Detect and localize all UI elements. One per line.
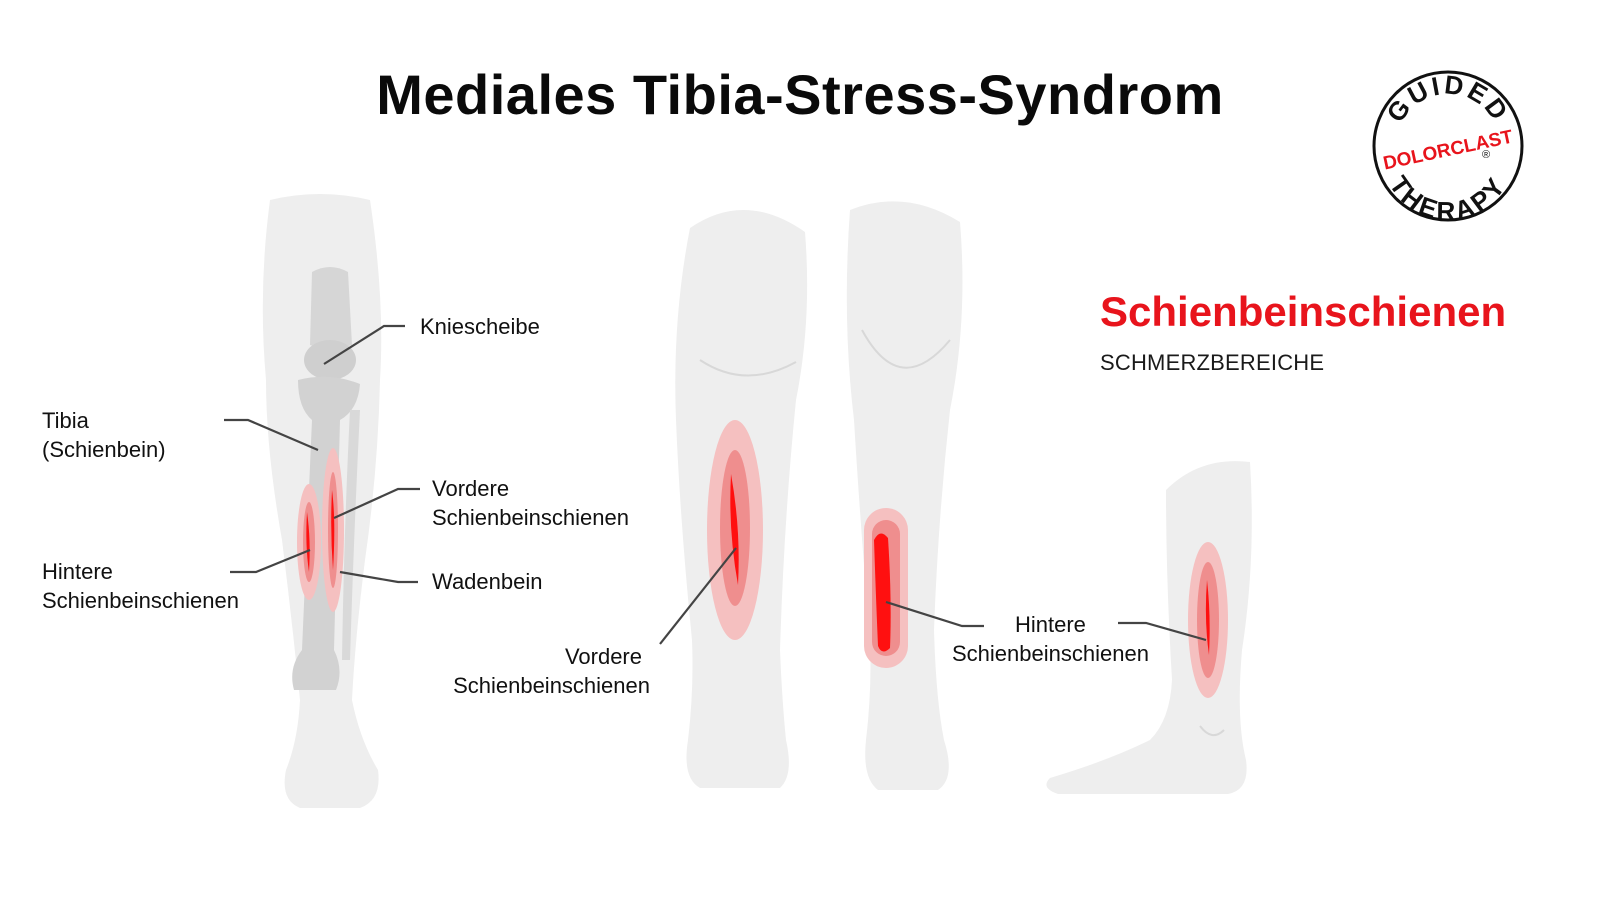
label-hintere-1: Hintere Schienbeinschienen xyxy=(42,557,239,615)
label-tibia-line1: Tibia xyxy=(42,408,89,433)
label-hintere-2: Hintere Schienbeinschienen xyxy=(952,610,1149,668)
leg-4-silhouette xyxy=(1046,461,1252,794)
label-kniescheibe: Kniescheibe xyxy=(420,312,540,341)
pain-zone-core-medial xyxy=(730,474,739,585)
leg-side-view xyxy=(1046,461,1252,794)
femur-bone xyxy=(310,267,352,349)
pain-zone-core-front-2 xyxy=(331,490,335,570)
pain-zone-core-front-1 xyxy=(306,512,310,572)
legend-subheading: SCHMERZBEREICHE xyxy=(1100,350,1325,375)
legend-heading: Schienbeinschienen xyxy=(1100,288,1507,335)
leader-tibia xyxy=(224,418,319,452)
label-vordere-1-line1: Vordere xyxy=(432,476,510,501)
label-tibia-line2: (Schienbein) xyxy=(42,437,166,462)
fibula-bone xyxy=(342,410,360,660)
pain-zone-core-side xyxy=(1205,580,1210,655)
label-hintere-2-line1: Hintere xyxy=(1015,612,1086,637)
leg-back-view xyxy=(846,201,963,790)
ankle-contour xyxy=(1199,725,1225,737)
leg-front-bones xyxy=(262,194,382,808)
logo-registered-mark: ® xyxy=(1482,149,1490,161)
label-wadenbein: Wadenbein xyxy=(432,567,542,596)
label-hintere-1-line1: Hintere xyxy=(42,559,113,584)
knee-contour-2 xyxy=(699,359,797,377)
label-vordere-2-line1: Vordere xyxy=(564,644,642,669)
guided-dolorclast-logo: GUIDED THERAPY DOLORCLAST ® xyxy=(1372,69,1524,226)
leg-medial-view xyxy=(675,209,808,788)
leader-hintere-1 xyxy=(230,548,311,574)
label-wadenbein-text: Wadenbein xyxy=(432,569,543,594)
leader-hintere-3 xyxy=(1118,621,1207,642)
leader-kniescheibe xyxy=(323,324,405,365)
leader-vordere-2 xyxy=(659,547,737,645)
label-vordere-2: Vordere Schienbeinschienen xyxy=(420,642,650,700)
label-vordere-1: Vordere Schienbeinschienen xyxy=(432,474,629,532)
leg-3-silhouette xyxy=(846,201,963,790)
page-title: Mediales Tibia-Stress-Syndrom xyxy=(376,63,1224,126)
pain-zone-core-back xyxy=(874,533,891,652)
label-vordere-1-line2: Schienbeinschienen xyxy=(432,505,629,530)
label-hintere-1-line2: Schienbeinschienen xyxy=(42,588,239,613)
leader-lines xyxy=(224,324,1207,645)
knee-contour-3 xyxy=(861,329,951,369)
label-vordere-2-line2: Schienbeinschienen xyxy=(453,673,650,698)
leader-vordere-1 xyxy=(333,487,420,520)
label-kniescheibe-text: Kniescheibe xyxy=(420,314,540,339)
leader-hintere-2 xyxy=(885,600,984,628)
label-tibia: Tibia (Schienbein) xyxy=(42,406,166,464)
label-hintere-2-line2: Schienbeinschienen xyxy=(952,641,1149,666)
leader-wadenbein xyxy=(339,570,418,584)
